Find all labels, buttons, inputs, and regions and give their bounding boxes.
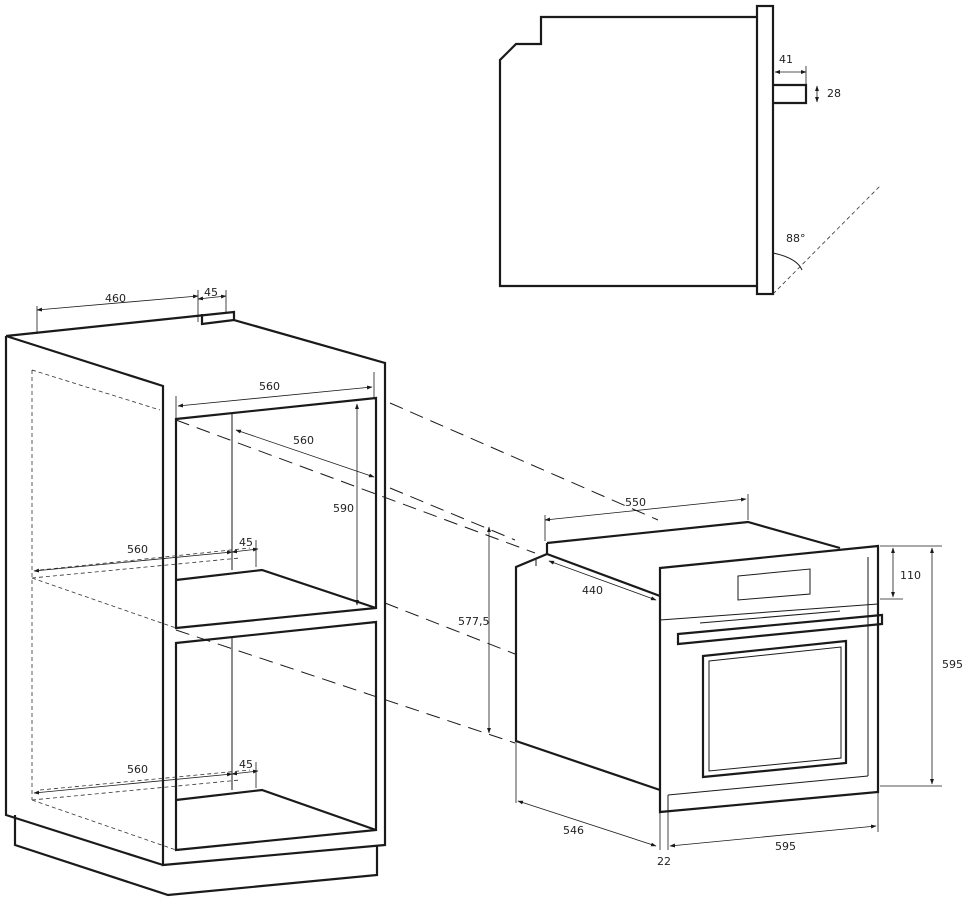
dim-shelf-gap-line bbox=[231, 547, 259, 554]
side-view-angle-arc bbox=[772, 252, 803, 271]
projection-line-2 bbox=[175, 419, 536, 554]
oven-door-window-inner bbox=[708, 646, 842, 772]
oven-door-handle bbox=[676, 613, 884, 646]
dim-inner-depth-line bbox=[235, 429, 375, 478]
dim-niche-height-label: 590 bbox=[333, 502, 354, 515]
side-view-handle bbox=[773, 83, 808, 105]
oven-body-side bbox=[514, 543, 661, 792]
dim-oven-top-width-label: 550 bbox=[625, 496, 646, 509]
dim-oven-front-height-label: 595 bbox=[942, 658, 963, 671]
cabinet-drawing: 460 45 560 560 590 560 45 560 45 bbox=[4, 286, 387, 897]
dim-oven-total-depth-label: 546 bbox=[563, 824, 584, 837]
oven-handle-bracket bbox=[699, 610, 841, 624]
cabinet-plinth bbox=[13, 815, 379, 897]
dim-oven-body-height-label: 577,5 bbox=[458, 615, 490, 628]
dim-base-gap-label: 45 bbox=[239, 758, 253, 771]
dim-handle-height-label: 28 bbox=[827, 87, 841, 100]
dim-cabinet-depth-line bbox=[36, 294, 199, 312]
projection-line-5 bbox=[175, 629, 516, 744]
projection-lines bbox=[175, 402, 659, 744]
dim-oven-panel-height-label: 110 bbox=[900, 569, 921, 582]
dim-shelf-depth-label: 560 bbox=[127, 543, 148, 556]
dim-shelf-gap-label: 45 bbox=[239, 536, 253, 549]
projection-line-1 bbox=[389, 402, 659, 521]
niche-upper-shelf bbox=[175, 568, 377, 610]
dim-oven-front-width-line bbox=[669, 824, 877, 848]
side-view-body-outline bbox=[498, 15, 757, 288]
cabinet-hidden-shelf-edge bbox=[39, 547, 251, 791]
door-angle-label: 88° bbox=[786, 232, 806, 245]
dim-oven-top-width-line bbox=[544, 497, 747, 522]
dim-top-width-label: 560 bbox=[259, 380, 280, 393]
cabinet-top-face bbox=[5, 310, 387, 867]
dim-shelf-depth-line bbox=[33, 550, 233, 573]
niche-lower-frame bbox=[174, 620, 378, 852]
side-view-door-panel bbox=[755, 4, 775, 296]
oven-control-panel bbox=[659, 603, 879, 621]
cabinet-hidden-edges bbox=[31, 369, 241, 851]
dim-cabinet-rear-gap-line bbox=[197, 294, 227, 301]
dim-base-depth-line bbox=[33, 772, 233, 795]
oven-display bbox=[737, 568, 811, 601]
dim-inner-depth-label: 560 bbox=[293, 434, 314, 447]
oven-drawing: 550 440 577,5 110 595 546 22 595 bbox=[458, 494, 963, 868]
cabinet-left-side bbox=[4, 336, 164, 867]
dim-handle-depth-label: 41 bbox=[779, 53, 793, 66]
dim-base-gap-line bbox=[231, 769, 259, 776]
dim-cabinet-rear-gap-label: 45 bbox=[204, 286, 218, 299]
side-view-door-open-line bbox=[772, 185, 881, 295]
dim-oven-front-thickness-label: 22 bbox=[657, 855, 671, 868]
dim-top-width-line bbox=[177, 385, 373, 408]
cabinet-top-notch bbox=[200, 314, 235, 326]
dim-oven-total-depth-line bbox=[517, 800, 657, 847]
oven-side-view: 41 28 88° bbox=[498, 4, 881, 296]
projection-line-3 bbox=[389, 487, 516, 541]
projection-line-4 bbox=[384, 602, 516, 655]
dim-oven-front-width-label: 595 bbox=[775, 840, 796, 853]
oven-door-window bbox=[701, 639, 848, 779]
dim-oven-body-depth-line bbox=[548, 560, 657, 601]
dim-cabinet-depth-label: 460 bbox=[105, 292, 126, 305]
niche-lower-shelf bbox=[175, 788, 377, 832]
oven-front-bottom-strip bbox=[667, 775, 869, 812]
dim-oven-body-depth-label: 440 bbox=[582, 584, 603, 597]
dim-base-depth-label: 560 bbox=[127, 763, 148, 776]
